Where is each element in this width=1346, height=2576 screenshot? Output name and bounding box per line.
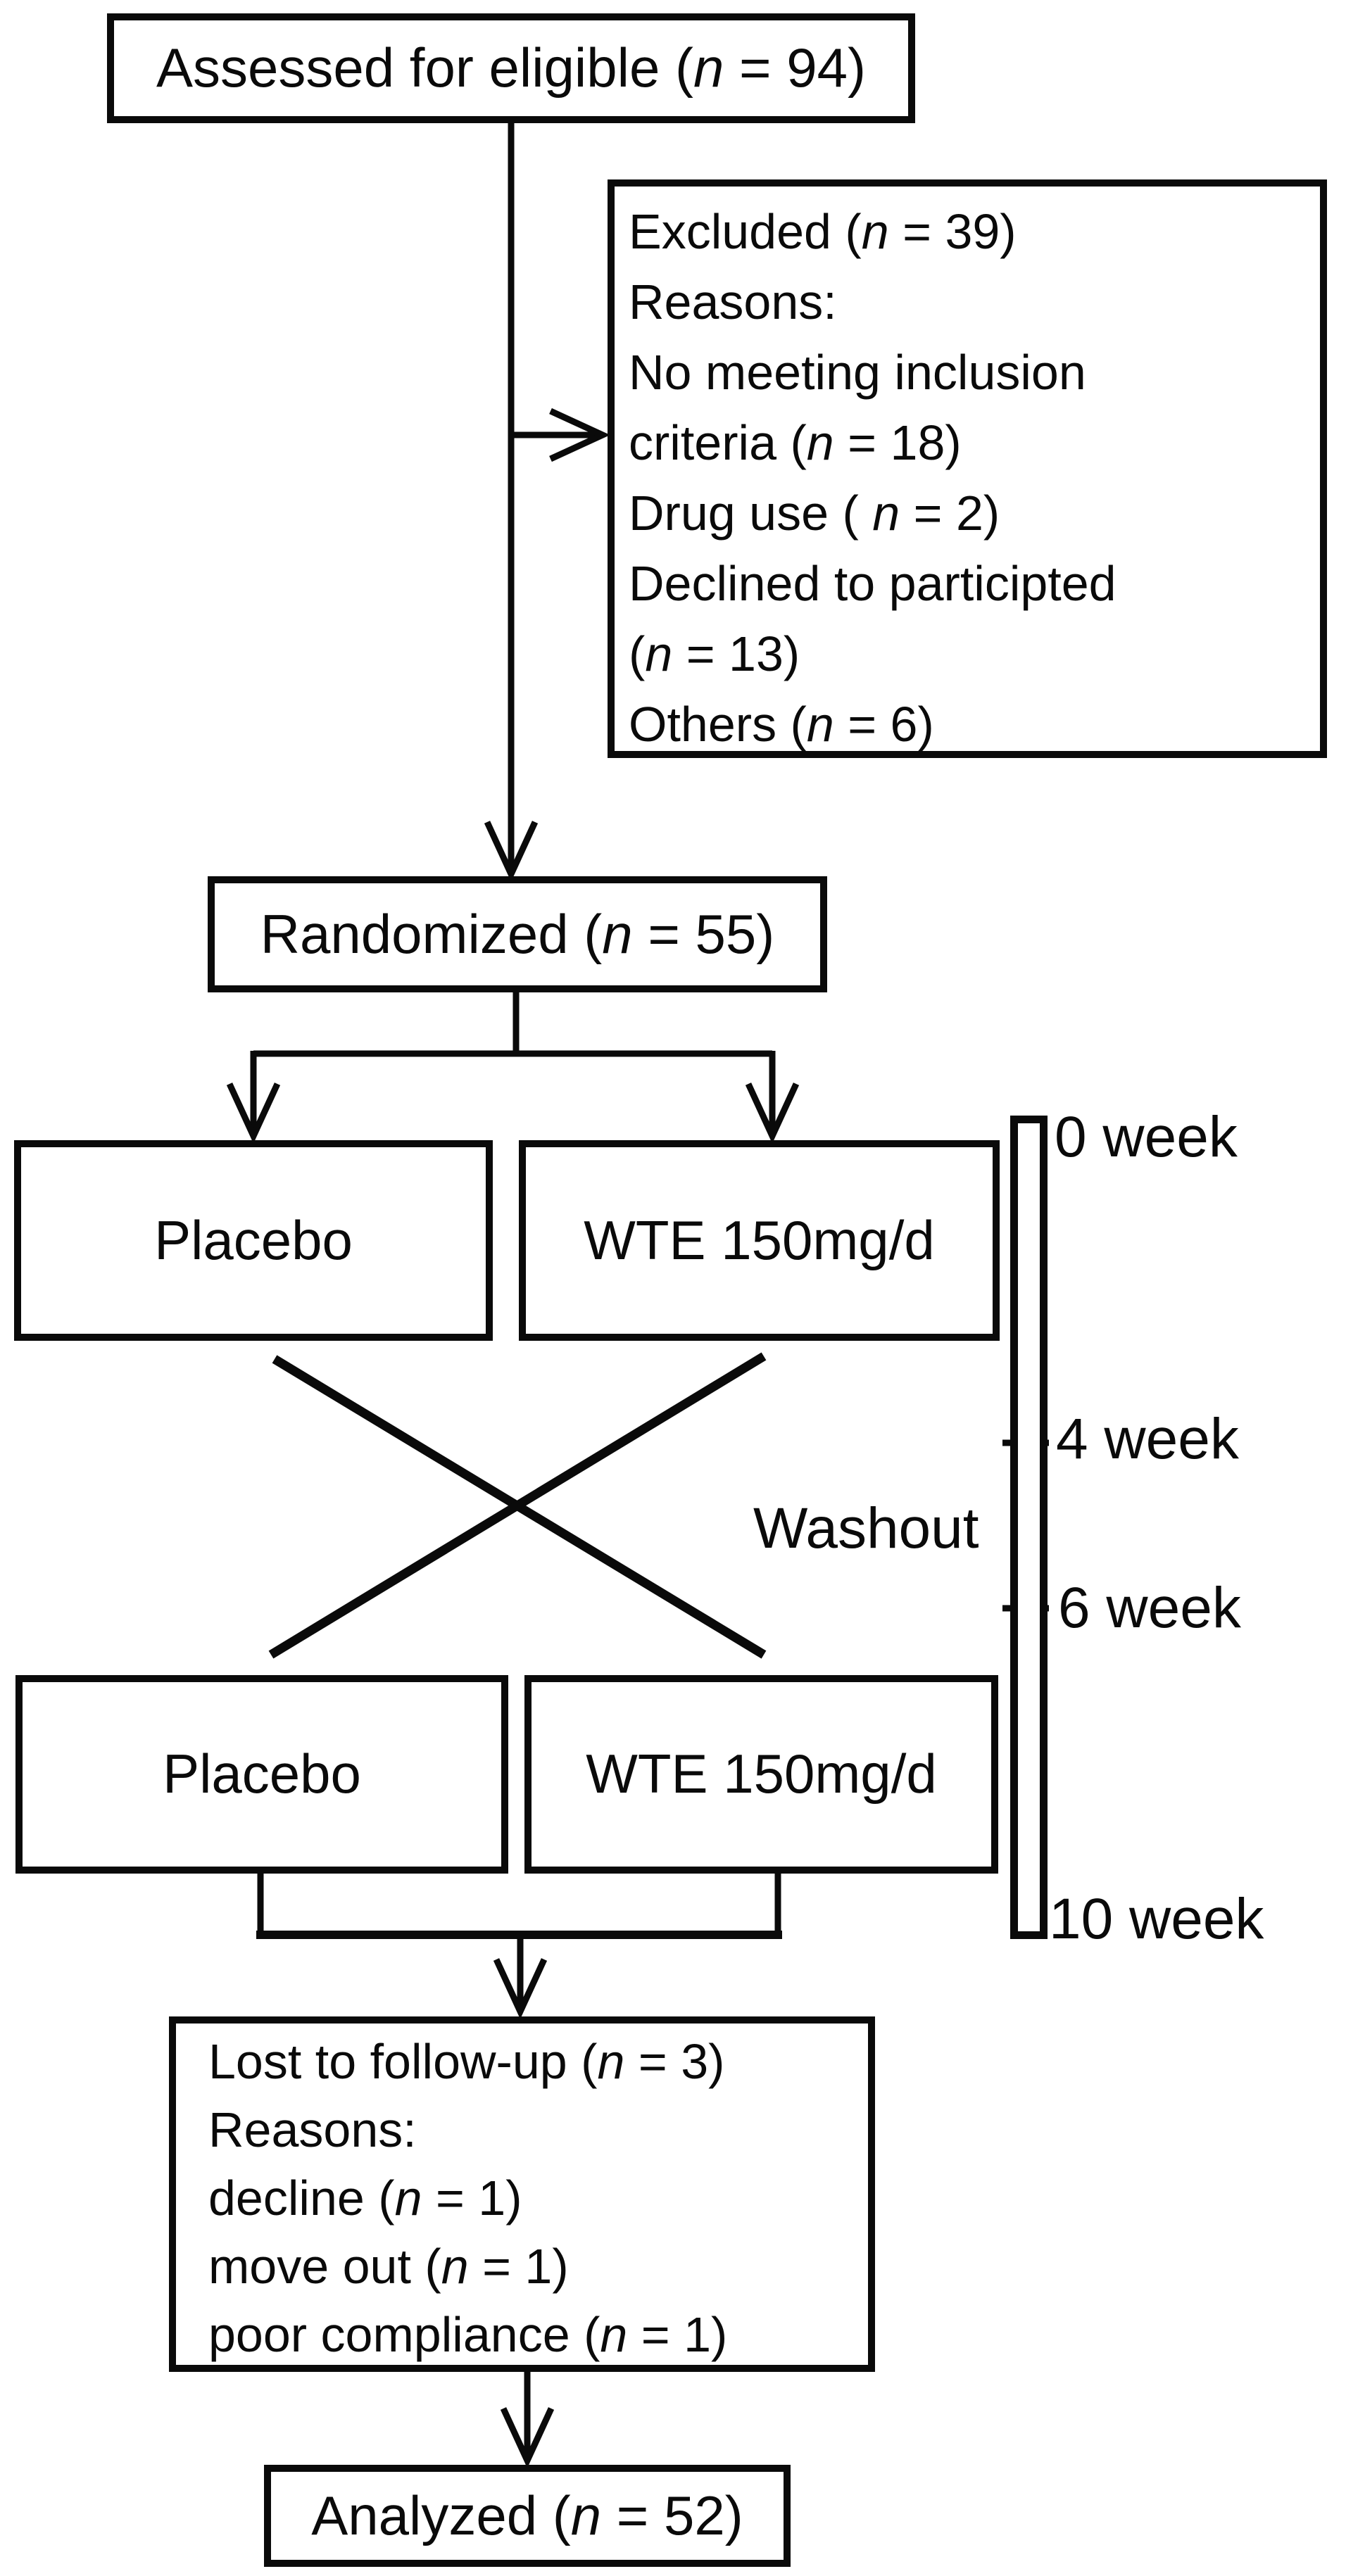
washout-label: Washout [753, 1496, 979, 1560]
placebo-period2-box: Placebo [15, 1675, 508, 1874]
arrowhead-analyzed [500, 2407, 555, 2468]
placebo-period1-label: Placebo [154, 1208, 353, 1271]
assessed-eligibility-label: Assessed for eligible (n = 94) [156, 37, 867, 99]
wte-period1-box: WTE 150mg/d [519, 1140, 1000, 1341]
excluded-line-count: Excluded (n = 39) [629, 204, 1017, 259]
randomized-label: Randomized (n = 55) [260, 902, 775, 965]
lost-line-reasons: Reasons: [208, 2102, 417, 2157]
placebo-period2-label: Placebo [163, 1743, 361, 1805]
wte-period1-label: WTE 150mg/d [584, 1208, 935, 1271]
excluded-line-drug-use: Drug use ( n = 2) [629, 486, 1000, 541]
randomized-box: Randomized (n = 55) [208, 876, 827, 992]
assessed-eligibility-box: Assessed for eligible (n = 94) [107, 13, 915, 123]
timeline-label-0week: 0 week [1055, 1105, 1238, 1169]
excluded-line-declined-1: Declined to participted [629, 556, 1117, 611]
wte-period2-box: WTE 150mg/d [524, 1675, 998, 1874]
analyzed-box: Analyzed (n = 52) [264, 2465, 791, 2567]
wte-period2-label: WTE 150mg/d [586, 1743, 937, 1805]
arrowhead-wte1 [745, 1082, 800, 1144]
lost-line-move-out: move out (n = 1) [208, 2239, 569, 2294]
lost-line-count: Lost to follow-up (n = 3) [208, 2034, 725, 2089]
timeline-label-6week: 6 week [1058, 1576, 1241, 1640]
excluded-line-inclusion-2: criteria (n = 18) [629, 415, 962, 470]
excluded-line-declined-2: (n = 13) [629, 626, 800, 681]
placebo-period1-box: Placebo [14, 1140, 493, 1341]
analyzed-label: Analyzed (n = 52) [311, 2484, 743, 2546]
lost-line-compliance: poor compliance (n = 1) [208, 2307, 728, 2362]
excluded-line-inclusion-1: No meeting inclusion [629, 345, 1086, 400]
lost-to-followup-box: Lost to follow-up (n = 3) Reasons: decli… [169, 2016, 875, 2372]
timeline-label-4week: 4 week [1056, 1407, 1239, 1471]
timeline-label-10week: 10 week [1049, 1887, 1264, 1951]
arrowhead-excluded [549, 408, 610, 462]
arrowhead-lost [493, 1958, 548, 2019]
arrowhead-placebo1 [226, 1082, 281, 1144]
lost-line-decline: decline (n = 1) [208, 2171, 522, 2225]
excluded-box: Excluded (n = 39) Reasons: No meeting in… [608, 179, 1327, 758]
timeline-bar [1010, 1116, 1048, 1939]
crossover-line-wte-to-placebo [268, 1352, 767, 1659]
arrowhead-randomized [484, 821, 539, 882]
excluded-line-reasons: Reasons: [629, 274, 837, 329]
excluded-line-others: Others (n = 6) [629, 697, 934, 752]
crossover-line-placebo-to-wte [272, 1355, 767, 1659]
